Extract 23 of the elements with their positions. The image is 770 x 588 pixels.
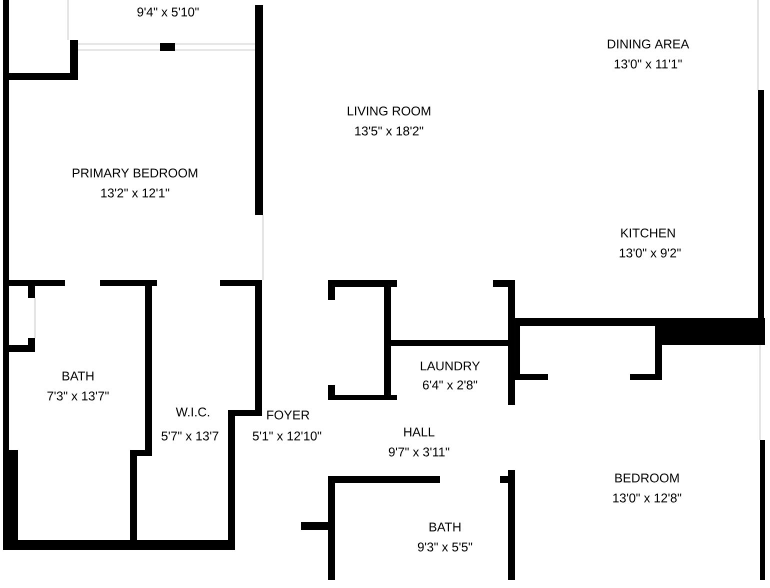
room-label: 7'3" x 13'7"	[47, 392, 109, 400]
room-label: 5'7" x 13'7	[162, 432, 218, 440]
room-label: BEDROOM	[615, 474, 679, 482]
room-label: PRIMARY BEDROOM	[72, 168, 198, 178]
room-label: 9'4" x 5'10"	[137, 8, 199, 16]
room-label: 13'0" x 11'1"	[614, 60, 682, 68]
room-label: LAUNDRY	[420, 362, 480, 370]
room-label: LIVING ROOM	[348, 106, 430, 116]
room-label: 13'2" x 12'1"	[101, 188, 170, 198]
room-label: DINING AREA	[608, 40, 690, 48]
room-label: HALL	[404, 428, 434, 436]
room-label: 9'7" x 3'11"	[388, 448, 450, 456]
room-label: 13'0" x 12'8"	[613, 494, 682, 502]
room-label: 13'0" x 9'2"	[620, 248, 681, 258]
room-label: 9'3" x 5'5"	[418, 542, 472, 552]
room-label: KITCHEN	[621, 228, 675, 238]
room-label: BATH	[62, 372, 94, 380]
room-label: W.I.C.	[176, 408, 210, 416]
room-label: 5'1" x 12'10"	[252, 432, 322, 440]
room-label: 6'4" x 2'8"	[422, 380, 478, 390]
room-label: BATH	[430, 522, 460, 532]
room-label: 13'5" x 18'2"	[355, 126, 424, 136]
room-label: FOYER	[267, 410, 310, 420]
